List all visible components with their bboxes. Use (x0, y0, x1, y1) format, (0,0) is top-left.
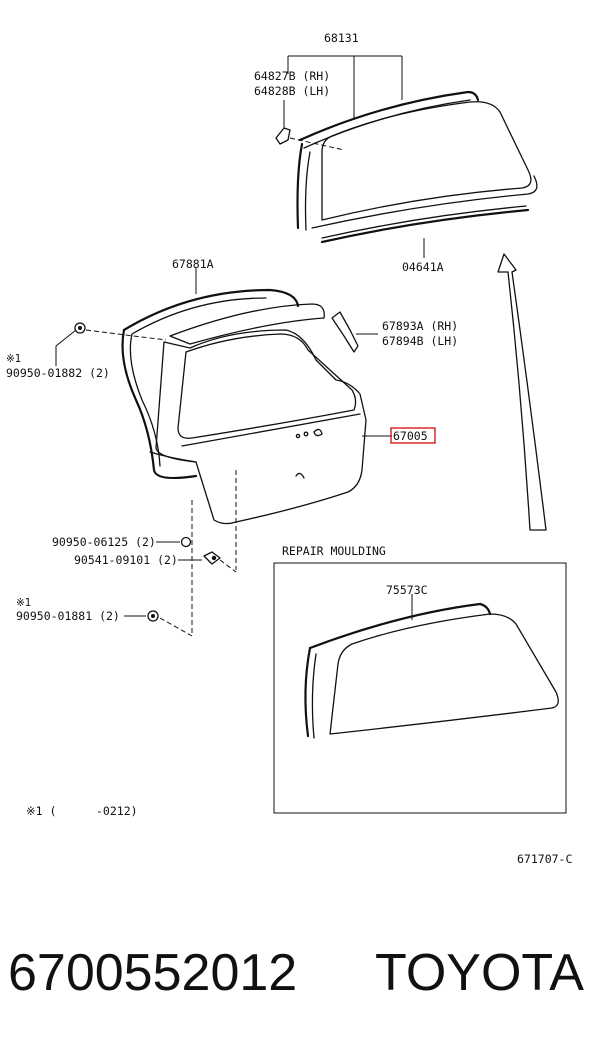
label-glass-set: 68131 (324, 31, 359, 45)
door-stay (331, 311, 359, 353)
repair-moulding-glass (304, 602, 559, 739)
door-cushion (180, 536, 192, 548)
label-weatherstrip: 67881A (172, 257, 214, 271)
bumper-dash-line (219, 470, 237, 573)
label-holder-lh: 64828B (LH) (254, 84, 330, 98)
clip-lower (147, 610, 159, 622)
glass-lower-moulding (320, 205, 530, 244)
label-clip-lower-part: 90950-01881 (2) (16, 609, 120, 623)
clip-upper-dash-line (85, 329, 167, 341)
glass-side-moulding (296, 142, 311, 231)
label-holder-rh: 64827B (RH) (254, 69, 330, 83)
door-weatherstrip (121, 288, 300, 480)
label-clip-left-part: 90950-01882 (2) (6, 366, 110, 380)
label-panel: 67005 (393, 429, 428, 443)
panel-highlight-box (390, 427, 436, 444)
label-moulding: 75573C (386, 583, 428, 597)
glass-upper-moulding (298, 90, 480, 149)
label-stay-rh: 67893A (RH) (382, 319, 458, 333)
label-glass-bottom: 04641A (402, 260, 444, 274)
label-cushion: 90950-06125 (2) (52, 535, 156, 549)
label-stay-lh: 67894B (LH) (382, 334, 458, 348)
banner-brand: TOYOTA (375, 944, 584, 1002)
diagram-code: 671707-C (517, 852, 572, 866)
label-clip-left-mark: ※1 (6, 353, 21, 365)
repair-moulding-box (273, 562, 567, 814)
label-clip-lower-mark: ※1 (16, 597, 31, 609)
label-repair-title: REPAIR MOULDING (282, 544, 386, 558)
moulding-holder-clip (275, 100, 291, 145)
leader-clip-upper (55, 329, 77, 366)
glass-set-bracket (287, 55, 403, 120)
holder-dash-line (289, 137, 345, 151)
footnote-range: -0212) (96, 804, 138, 818)
footnote-mark: ※1 ( (26, 804, 56, 818)
clip-lower-dash-line (159, 500, 193, 637)
label-bumper: 90541-09101 (2) (74, 553, 178, 567)
install-direction-arrow (497, 253, 547, 531)
banner-part-number: 6700552012 (8, 944, 297, 1002)
clip-upper-left (74, 322, 86, 334)
door-bumper (203, 551, 221, 565)
back-door-panel (149, 303, 367, 525)
